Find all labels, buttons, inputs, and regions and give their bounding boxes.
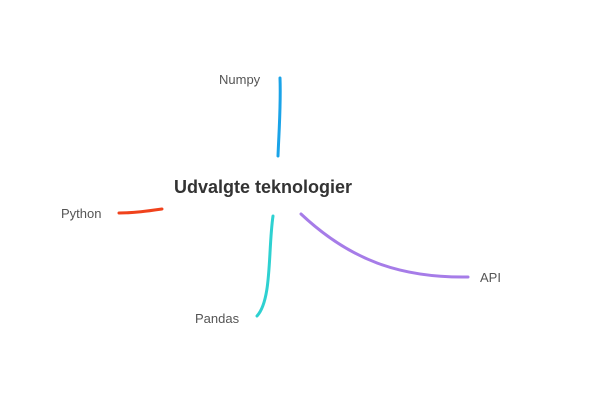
numpy-branch-line bbox=[276, 76, 282, 158]
node-numpy[interactable]: Numpy bbox=[219, 72, 261, 87]
api-branch-line bbox=[299, 212, 470, 279]
root-topic[interactable]: Udvalgte teknologier bbox=[174, 177, 353, 197]
python-branch-line bbox=[117, 207, 164, 215]
node-api[interactable]: API bbox=[480, 270, 501, 285]
pandas-branch-line bbox=[255, 214, 275, 318]
node-python[interactable]: Python bbox=[61, 206, 102, 221]
node-pandas[interactable]: Pandas bbox=[195, 311, 240, 326]
